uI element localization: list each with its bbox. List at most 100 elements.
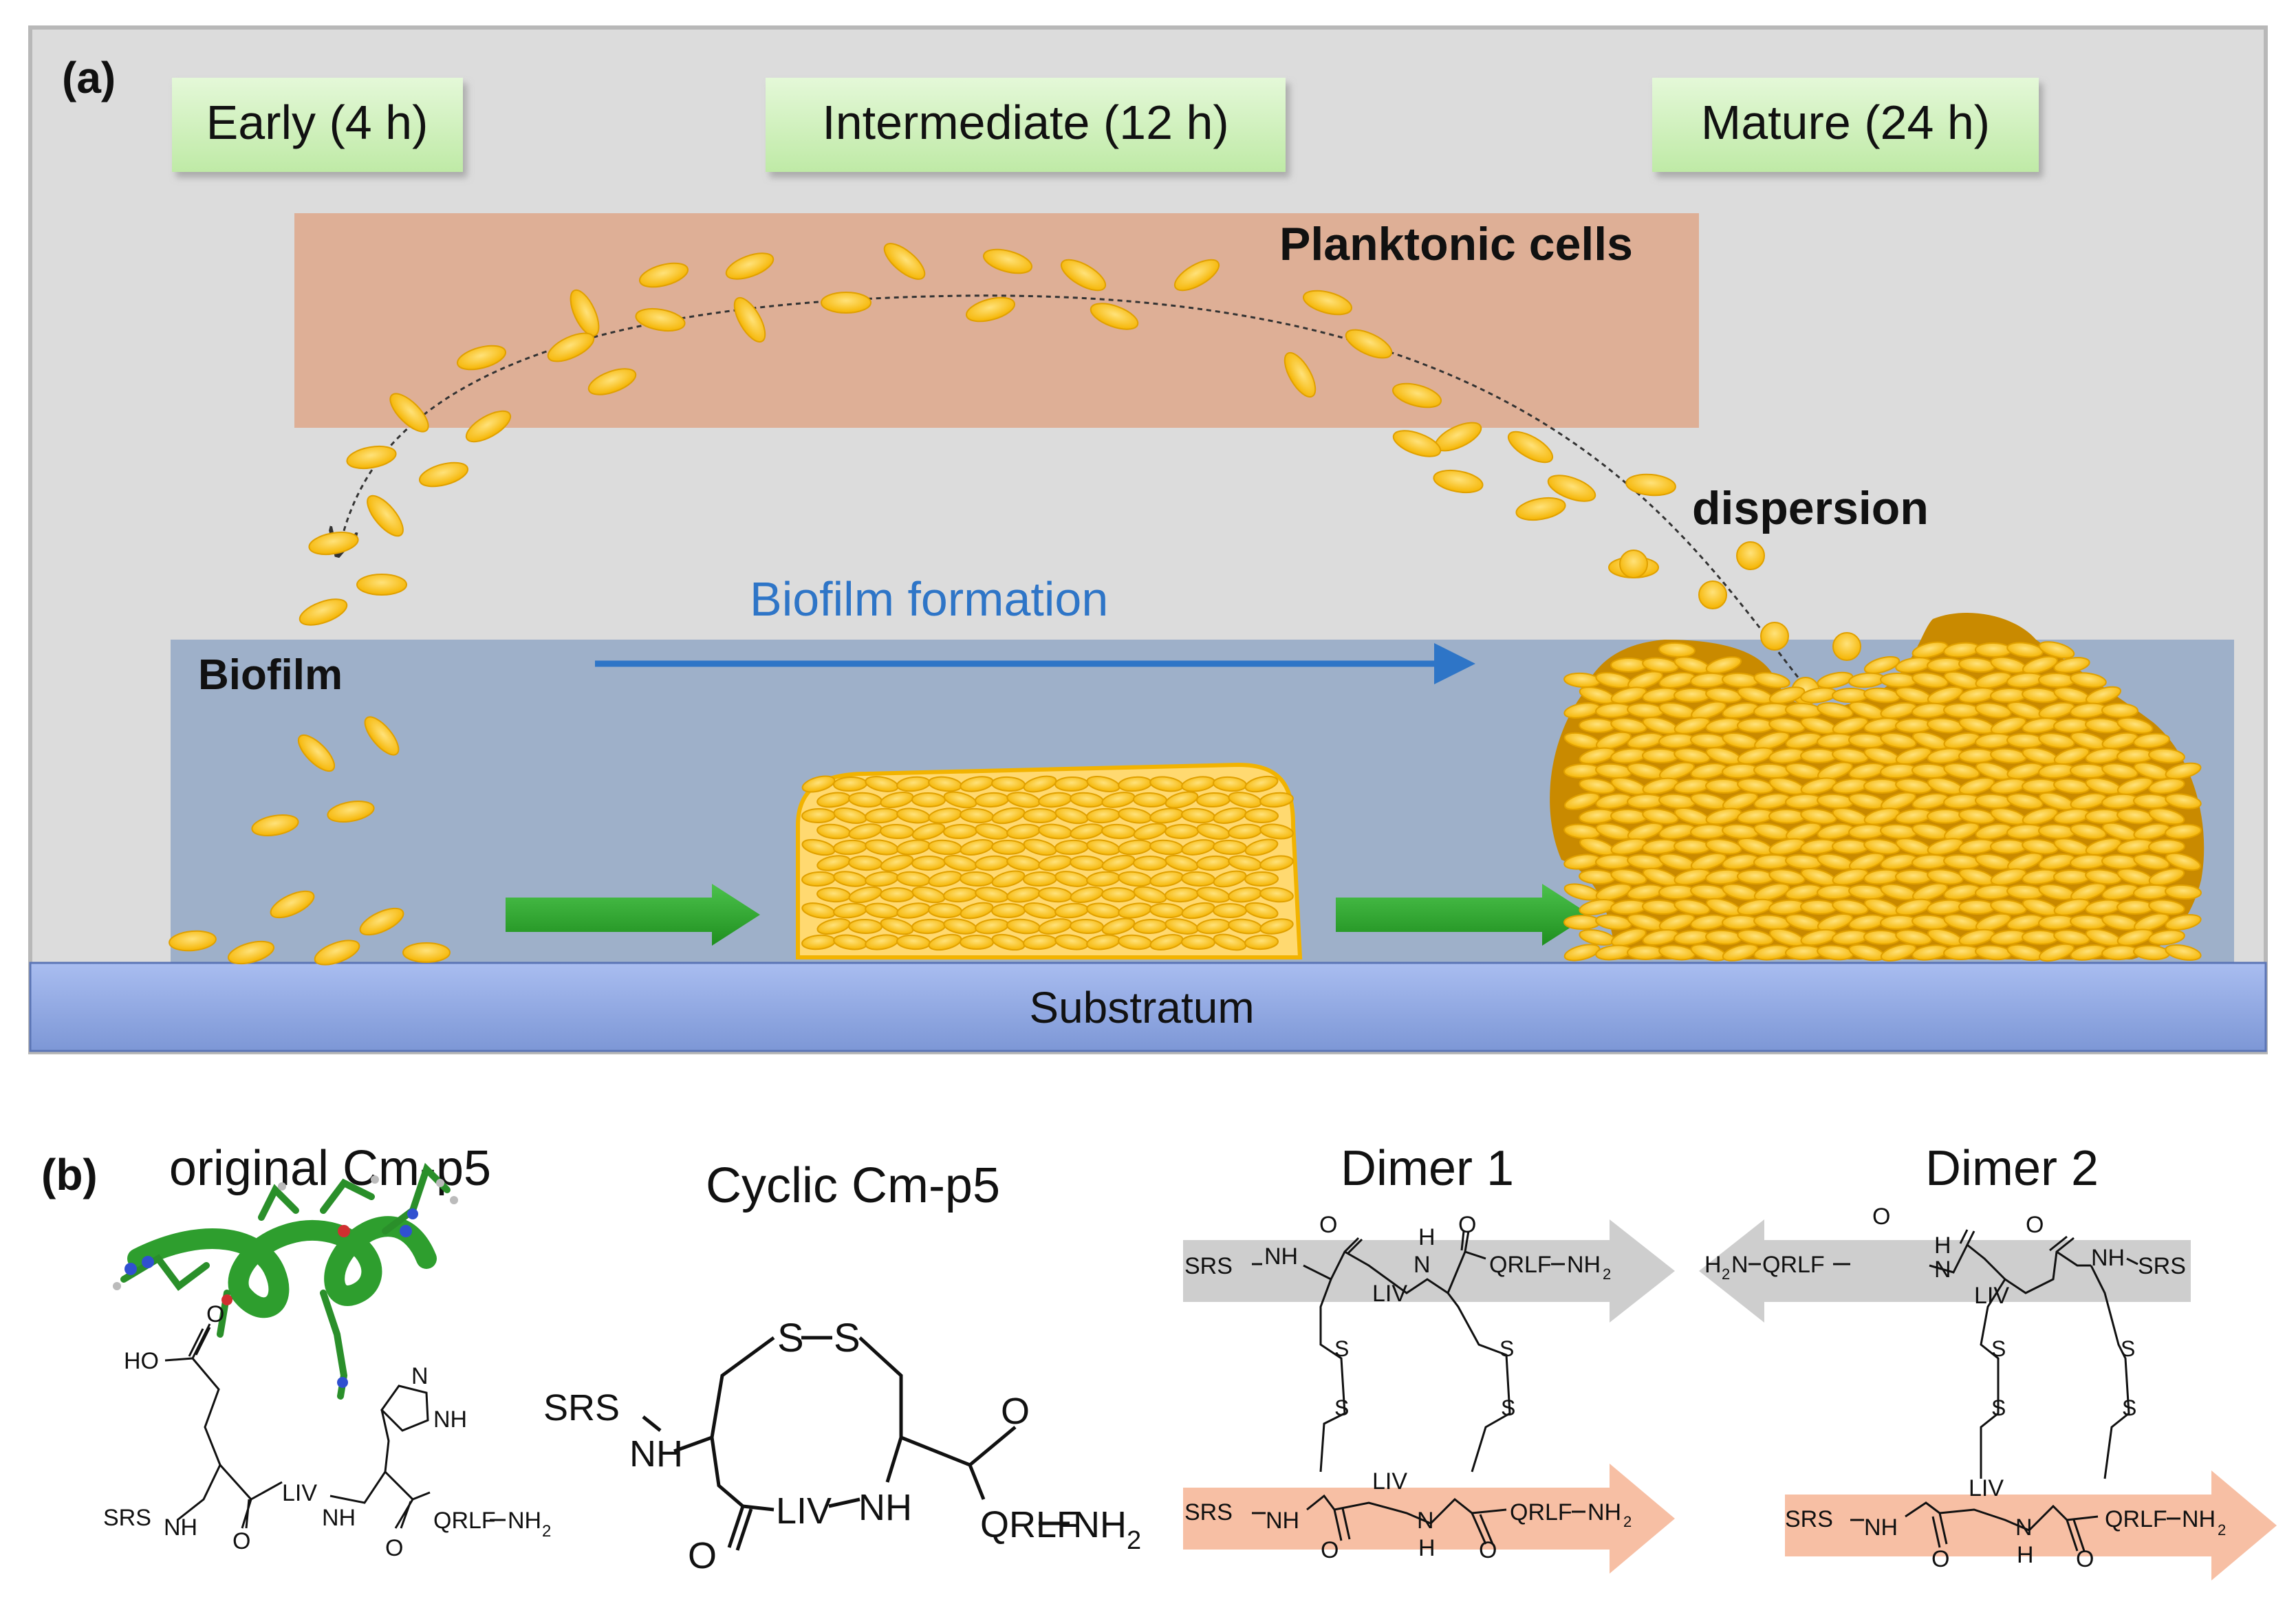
- biofilm-formation-label: Biofilm formation: [750, 572, 1108, 626]
- intermediate-cell: [1133, 823, 1167, 840]
- planktonic-cell: [983, 248, 1032, 274]
- intermediate-cell: [1196, 792, 1231, 808]
- mature-cell: [1658, 642, 1696, 658]
- mature-cell: [2134, 913, 2169, 932]
- intermediate-cell: [1213, 870, 1247, 888]
- stage-label-early: Early (4 h): [206, 96, 429, 149]
- dispersion-label: dispersion: [1692, 482, 1929, 534]
- stage-box-intermediate: Intermediate (12 h): [766, 78, 1286, 172]
- mature-cell: [1642, 808, 1679, 825]
- intermediate-cell: [1259, 918, 1294, 935]
- structure-title-original: original Cm-p5: [169, 1141, 491, 1196]
- mature-cell: [1722, 914, 1759, 931]
- dimer2-h-top-label: H: [1934, 1232, 1951, 1259]
- mature-cell: [1911, 641, 1949, 659]
- intermediate-cell: [1244, 871, 1279, 887]
- mature-cell: [1722, 792, 1759, 811]
- early-cell: [169, 930, 217, 952]
- mature-cell: [1579, 717, 1616, 734]
- dimer2-liv-top-label: LIV: [1974, 1283, 2009, 1309]
- mature-cell: [2038, 702, 2075, 719]
- biofilm-formation-arrow: [595, 643, 1475, 684]
- mature-cell: [2007, 852, 2043, 871]
- mature-cell: [2022, 655, 2059, 675]
- mature-cell: [1768, 686, 1806, 704]
- planktonic-cell: [1515, 497, 1566, 521]
- cyclic-liv-label: LIV: [776, 1490, 832, 1532]
- mature-cell: [2165, 762, 2202, 780]
- dispersed-cell: [1832, 632, 1861, 661]
- intermediate-cell: [1259, 823, 1294, 840]
- green-arrow-1: [506, 884, 760, 946]
- intermediate-cell: [880, 854, 914, 872]
- intermediate-cell: [1213, 933, 1247, 951]
- mature-cell: [2038, 672, 2075, 688]
- mature-cell: [1863, 656, 1900, 674]
- planktonic-cell: [367, 495, 404, 537]
- mature-cell: [2038, 641, 2075, 659]
- mature-cell: [2101, 732, 2138, 750]
- mature-cell: [1674, 717, 1711, 735]
- intermediate-cell: [1244, 807, 1279, 824]
- mature-cell: [2116, 928, 2154, 946]
- intermediate-cell: [833, 776, 867, 792]
- biofilm-label: Biofilm: [198, 651, 343, 699]
- mature-cell: [1990, 868, 2027, 886]
- mature-cell: [2116, 777, 2154, 795]
- dimer1-bottom-strand-arrow: [1183, 1464, 1675, 1574]
- dimer2-h-bottom-label: H: [2017, 1542, 2034, 1568]
- dimer2-o-b1-label: O: [1931, 1546, 1949, 1572]
- cyclic-nh2-label: NH: [858, 1487, 912, 1528]
- planktonic-cell: [1345, 329, 1393, 359]
- dimer1-nh-tail-bottom-label: NH: [1588, 1499, 1621, 1525]
- dimer1-h-top-label: H: [1418, 1224, 1436, 1250]
- mature-cell: [2165, 884, 2202, 900]
- dimer1-qrlf-bottom-label: QRLF: [1510, 1499, 1572, 1525]
- mature-cell: [1975, 642, 2012, 658]
- planktonic-cell: [547, 332, 595, 362]
- dimer1-o-t1-label: O: [1319, 1212, 1337, 1238]
- mature-cell: [1895, 929, 1932, 946]
- intermediate-cell: [1213, 839, 1247, 856]
- mature-cell: [1817, 913, 1854, 931]
- mature-cell: [1800, 748, 1837, 763]
- intermediate-cell: [1023, 808, 1057, 823]
- dimer1-s2-label: S: [1334, 1395, 1349, 1420]
- original-ho-label: HO: [124, 1348, 159, 1374]
- intermediate-cell: [1181, 902, 1215, 920]
- mature-cell: [1895, 898, 1932, 916]
- original-o1-label: O: [232, 1528, 250, 1554]
- structure-dimer-1: Dimer 1 SRS NH O LIV H N O QRLF NH 2 S S…: [1183, 1141, 1675, 1574]
- structure-title-dimer-1: Dimer 1: [1341, 1141, 1514, 1196]
- structure-cyclic-cm-p5: Cyclic Cm-p5 S S SRS NH O LIV NH O QRLF: [543, 1158, 1141, 1576]
- original-srs-label: SRS: [103, 1505, 151, 1531]
- intermediate-cell: [943, 791, 977, 809]
- dimer2-h2n-n-label: N: [1731, 1252, 1748, 1278]
- stage-box-mature: Mature (24 h): [1652, 78, 2039, 172]
- mature-cell: [2053, 747, 2090, 765]
- mature-cell: [2148, 748, 2185, 764]
- mature-cell: [1817, 702, 1854, 719]
- mature-cell: [1595, 731, 1632, 750]
- dimer1-srs-top-label: SRS: [1184, 1253, 1233, 1279]
- mature-cell: [1611, 928, 1647, 947]
- dimer1-o-b2-label: O: [1479, 1537, 1497, 1563]
- helix-3d-model-image: [113, 1162, 458, 1400]
- mature-cell: [1705, 838, 1742, 855]
- mature-cell: [2070, 672, 2107, 688]
- substratum-label: Substratum: [1029, 983, 1254, 1032]
- dimer2-nh-bottom-label: NH: [1864, 1514, 1898, 1541]
- mature-cell: [1832, 838, 1869, 855]
- intermediate-cell: [1133, 918, 1167, 935]
- planktonic-cell: [883, 243, 926, 280]
- panel-b: (b) original Cm-p5: [41, 1141, 2277, 1580]
- mature-cell: [1674, 899, 1711, 915]
- dimer1-subscript-2-bottom: 2: [1623, 1513, 1632, 1530]
- intermediate-cell: [1133, 886, 1167, 904]
- intermediate-cell: [1101, 854, 1136, 872]
- cyclic-o2-label: O: [1001, 1391, 1030, 1432]
- mature-cell: [1958, 777, 1995, 795]
- original-liv-label: LIV: [282, 1480, 317, 1506]
- intermediate-cell: [1244, 838, 1279, 856]
- intermediate-cell: [911, 855, 946, 871]
